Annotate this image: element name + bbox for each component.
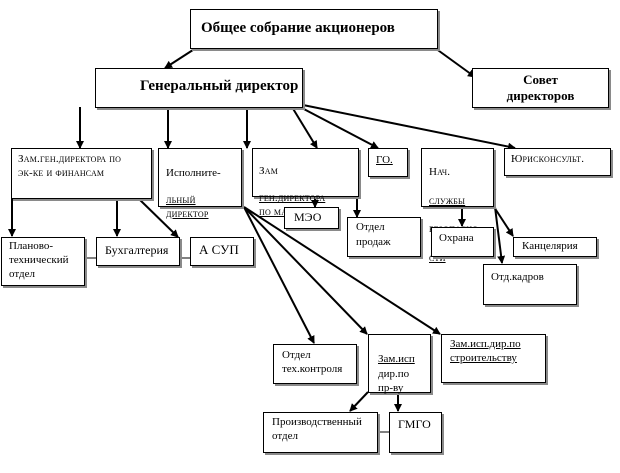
node-security-line1: Нач. [429, 166, 451, 179]
edge-finance-asup [137, 197, 179, 238]
node-office-label: Канцелярия [522, 240, 578, 252]
node-office[interactable]: Канцелярия [513, 237, 597, 257]
node-guard-label: Охрана [439, 232, 474, 244]
node-production-dept[interactable]: Производственный отдел [263, 412, 378, 453]
node-go[interactable]: ГО. [368, 148, 408, 177]
node-hr[interactable]: Отд.кадров [483, 264, 577, 305]
edge-exec-techcontrol [243, 206, 315, 344]
edge-exec-depconstr [243, 206, 441, 335]
node-security-line2: службы [429, 194, 466, 207]
node-deputy-construction-label: Зам.исп.дир.по строительству [450, 338, 521, 364]
node-general-director-label: Генеральный директор [140, 78, 299, 94]
node-deputy-construction[interactable]: Зам.исп.дир.по строительству [441, 334, 546, 383]
node-planning-label: Планово- технический отдел [9, 240, 69, 280]
node-gmgo[interactable]: ГМГО [389, 412, 442, 453]
node-deputy-production-label: Зам.исп дир.по пр-ву [378, 338, 415, 395]
node-tech-control[interactable]: Отдел тех.контроля [273, 344, 357, 384]
node-executive-director[interactable]: Исполните- льный директор [158, 148, 242, 220]
node-legal[interactable]: Юрисконсульт. [504, 148, 611, 176]
node-production-dept-label: Производственный отдел [272, 416, 362, 442]
node-security[interactable]: Нач. службы безопасно сти [421, 148, 494, 264]
node-legal-label: Юрисконсульт. [511, 153, 585, 165]
node-gmgo-label: ГМГО [398, 417, 431, 431]
node-general-director[interactable]: Генеральный директор [95, 68, 303, 108]
edge-gd-go [291, 106, 318, 149]
node-executive-director-line2: льный директор [166, 194, 209, 220]
edge-gd-security [299, 106, 379, 149]
edge-depprod-proddept [349, 391, 369, 412]
node-planning[interactable]: Планово- технический отдел [1, 237, 85, 286]
node-accounting-label: Бухгалтерия [105, 243, 169, 257]
node-deputy-marketing-line1: Зам [259, 164, 279, 177]
edge-security-office [493, 206, 514, 237]
node-guard[interactable]: Охрана [431, 227, 494, 257]
node-tech-control-label: Отдел тех.контроля [282, 349, 343, 376]
edge-shareholders-board [434, 47, 476, 78]
node-sales[interactable]: Отдел продаж [347, 217, 421, 257]
edge-shareholders-gd [164, 47, 197, 69]
node-deputy-finance[interactable]: Зам.ген.директора по эк-ке и финансам [11, 148, 152, 199]
node-hr-label: Отд.кадров [491, 271, 544, 283]
node-meo[interactable]: МЭО [284, 207, 339, 229]
node-asup-label: А СУП [199, 242, 239, 257]
node-shareholders-label: Общее собрание акционеров [201, 20, 395, 36]
edge-exec-depprod [243, 206, 368, 335]
node-meo-label: МЭО [294, 210, 322, 224]
edge-security-hr [494, 206, 506, 264]
edge-gd-legal [302, 104, 516, 151]
node-executive-director-label: Исполните- льный директор [166, 153, 221, 222]
node-shareholders[interactable]: Общее собрание акционеров [190, 9, 438, 49]
node-deputy-finance-label: Зам.ген.директора по эк-ке и финансам [18, 153, 122, 179]
node-executive-director-line1: Исполните- [166, 166, 221, 179]
node-board-label: Совет директоров [506, 72, 575, 104]
node-deputy-production-line1: Зам.исп [378, 353, 415, 366]
node-deputy-marketing[interactable]: Зам ген.директора по маркетингу [252, 148, 359, 218]
node-board[interactable]: Совет директоров [472, 68, 609, 108]
node-deputy-production[interactable]: Зам.исп дир.по пр-ву [368, 334, 431, 395]
node-asup[interactable]: А СУП [190, 237, 254, 266]
node-sales-label: Отдел продаж [356, 221, 391, 249]
node-go-label: ГО. [376, 154, 393, 166]
node-deputy-production-line2: дир.по пр-ву [378, 367, 410, 394]
node-accounting[interactable]: Бухгалтерия [96, 237, 180, 266]
